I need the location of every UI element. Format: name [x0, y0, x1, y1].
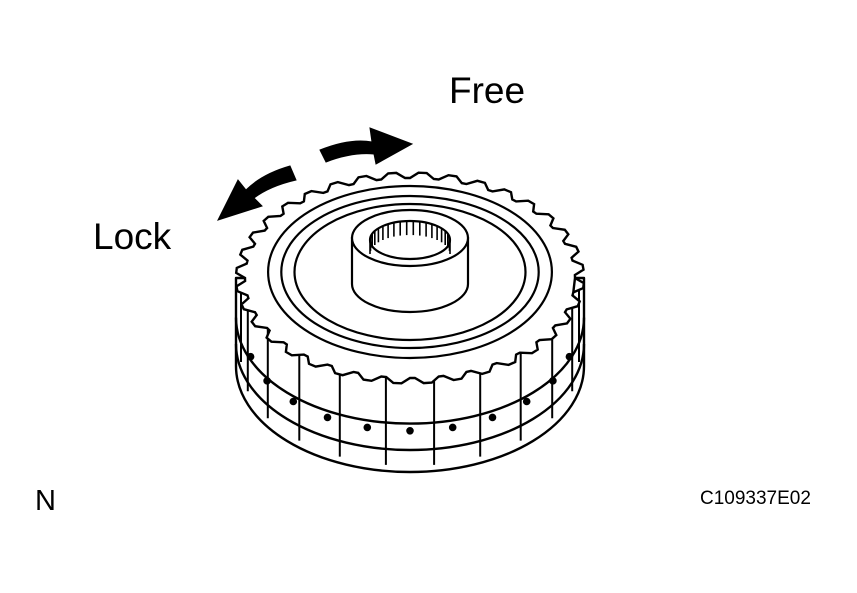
oil-hole — [263, 376, 271, 385]
face-ring — [280, 194, 540, 350]
oil-hole — [323, 413, 332, 422]
oil-hole — [246, 352, 255, 361]
internal-spline-bore — [368, 219, 452, 261]
hub-band — [234, 317, 586, 425]
oil-hole — [406, 426, 414, 435]
oil-hole — [363, 423, 372, 432]
oil-hole — [488, 413, 497, 422]
label-lock: Lock — [93, 216, 172, 257]
arrow-right-icon — [319, 127, 414, 165]
oil-hole — [289, 397, 298, 406]
oil-hole — [522, 397, 531, 406]
face-ring — [293, 202, 527, 342]
oil-hole — [565, 352, 574, 361]
oil-hole — [448, 423, 457, 432]
hub-band — [234, 343, 586, 452]
figure-code-label: C109337E02 — [700, 488, 811, 509]
hub-top — [234, 171, 586, 385]
oil-hole — [549, 376, 557, 385]
direction-arrows — [217, 127, 414, 221]
view-marker-label: N — [35, 485, 56, 517]
arrow-left-icon — [217, 165, 297, 221]
label-free: Free — [449, 70, 526, 111]
face-ring — [267, 184, 553, 360]
